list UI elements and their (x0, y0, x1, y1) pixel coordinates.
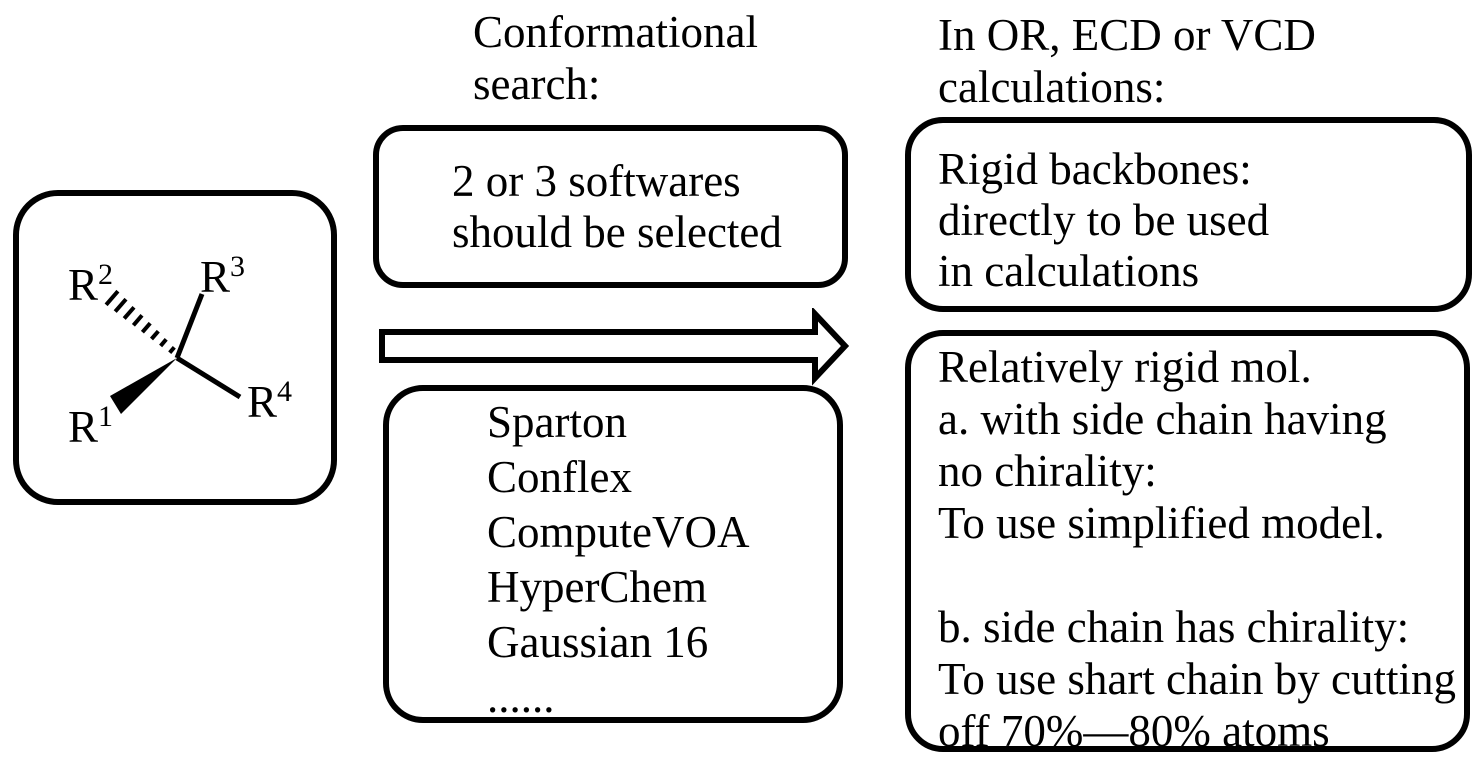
molecule-box-outline (13, 190, 337, 505)
molecule-panel: R2 R3 R1 R4 (13, 190, 337, 505)
software-list-item: Conflex (487, 452, 632, 502)
rigid-backbones-text: Rigid backbones: directly to be used in … (938, 144, 1270, 296)
software-list-item: HyperChem (487, 562, 707, 612)
r2-label: R2 (68, 258, 113, 310)
bond-r3 (174, 293, 205, 359)
bond-r4 (175, 355, 242, 400)
software-selection-box: 2 or 3 softwares should be selected (373, 125, 848, 288)
software-list-item: Gaussian 16 (487, 617, 709, 667)
relatively-rigid-text: Relatively rigid mol. a. with side chain… (938, 342, 1456, 756)
flow-arrow (379, 308, 850, 386)
calculations-heading: In OR, ECD or VCD calculations: (938, 10, 1316, 112)
software-list-item: ComputeVOA (487, 507, 750, 557)
software-list-item: ...... (487, 672, 555, 722)
rigid-backbones-box: Rigid backbones: directly to be used in … (905, 117, 1472, 312)
relatively-rigid-box: Relatively rigid mol. a. with side chain… (905, 330, 1470, 756)
software-list-item: Sparton (487, 397, 627, 447)
r1-label: R1 (68, 400, 113, 452)
right-arrow-icon (379, 308, 850, 386)
r3-label: R3 (200, 250, 245, 302)
software-list-box: Sparton Conflex ComputeVOA HyperChem Gau… (383, 385, 843, 723)
hashed-wedge-bond (104, 289, 176, 354)
software-selection-text: 2 or 3 softwares should be selected (452, 156, 782, 257)
conformational-search-heading: Conformational search: (473, 7, 758, 109)
solid-wedge-bond (110, 358, 177, 414)
r4-label: R4 (247, 375, 292, 427)
